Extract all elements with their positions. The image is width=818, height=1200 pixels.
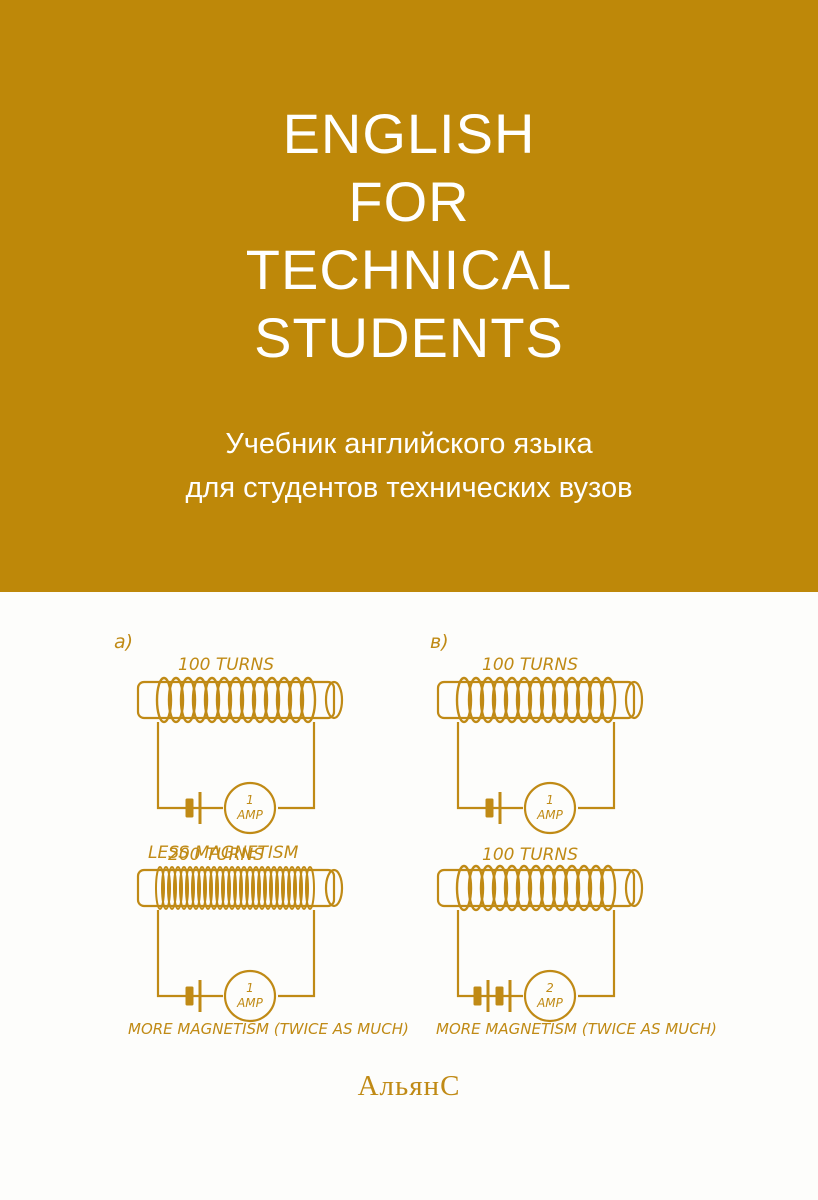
- turns-label: 100 TURNS: [482, 845, 578, 865]
- coil-caption: MORE MAGNETISM (TWICE AS MUCH): [436, 1020, 717, 1038]
- title-line-3: TECHNICAL: [245, 238, 573, 301]
- ammeter-value: 1: [246, 793, 254, 807]
- ammeter-unit: AMP: [536, 996, 564, 1010]
- coil-caption: MORE MAGNETISM (TWICE AS MUCH): [128, 1020, 409, 1038]
- coil-caption: LESS MAGNETISM: [148, 843, 299, 863]
- ammeter-unit: AMP: [236, 808, 264, 822]
- book-subtitle: Учебник английского языка для студентов …: [0, 422, 818, 510]
- panel-b-bottom-coil: 100 TURNS 2 AMP MORE MAGNETISM (TWICE AS…: [436, 845, 717, 1038]
- panel-b-top-coil: 100 TURNS 1 AMP: [436, 655, 644, 835]
- ammeter-value: 1: [546, 793, 554, 807]
- ammeter-icon: [223, 969, 277, 1023]
- ammeter-unit: AMP: [236, 996, 264, 1010]
- ammeter-unit: AMP: [536, 808, 564, 822]
- ammeter-value: 2: [546, 981, 554, 995]
- panel-a-top-coil: 100 TURNS 1 AMP LESS MAGNETISM: [136, 655, 344, 863]
- panel-a-bottom-coil: 200 TURNS 1 AMP MORE MAGNETISM (TWICE AS…: [128, 845, 409, 1038]
- title-band: [0, 0, 818, 592]
- ammeter-icon: [523, 781, 577, 835]
- subtitle-line-1: Учебник английского языка: [225, 428, 593, 460]
- book-title: ENGLISH FOR TECHNICAL STUDENTS: [0, 100, 818, 372]
- turns-label: 100 TURNS: [178, 655, 274, 675]
- panel-a-marker: a): [114, 631, 133, 653]
- publisher-name: АльянС: [357, 1070, 461, 1102]
- title-line-4: STUDENTS: [254, 306, 564, 369]
- ammeter-value: 1: [246, 981, 254, 995]
- title-line-1: ENGLISH: [282, 102, 536, 165]
- turns-label: 100 TURNS: [482, 655, 578, 675]
- title-line-2: FOR: [348, 170, 470, 233]
- panel-b-marker: в): [430, 631, 449, 653]
- turns-label: 200 TURNS: [168, 845, 264, 865]
- ammeter-icon: [223, 781, 277, 835]
- ammeter-icon: [523, 969, 577, 1023]
- subtitle-line-2: для студентов технических вузов: [185, 472, 633, 504]
- electromagnet-illustration: a) 100 TURNS 1 AMP LESS MAGNETISM 200 TU…: [114, 631, 717, 1038]
